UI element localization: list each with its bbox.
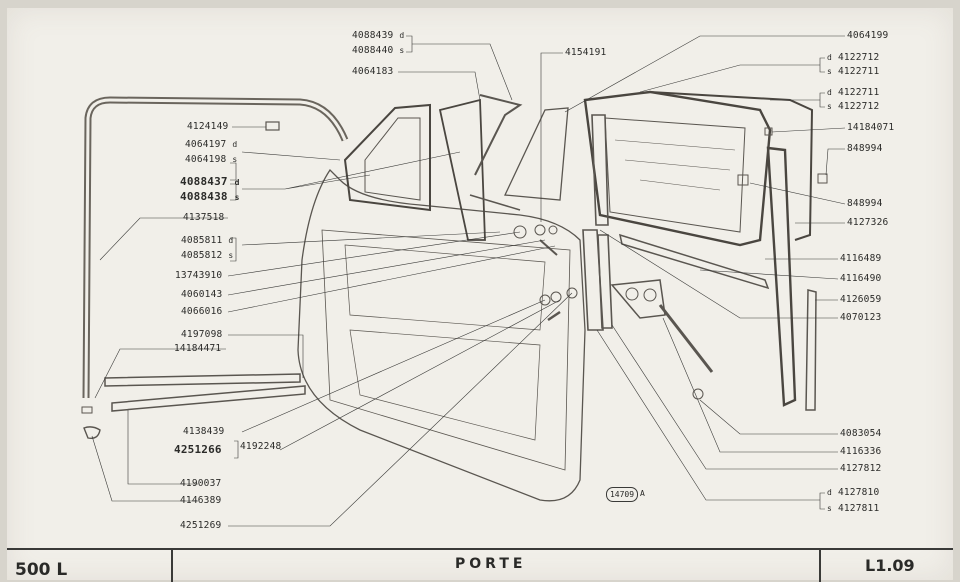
part-label-4085811: 4085811 d: [181, 235, 234, 246]
door-body: [297, 168, 586, 502]
lower-rail: [618, 233, 770, 290]
part-label-848994-b: 848994: [847, 198, 883, 209]
part-label-4190037: 4190037: [180, 478, 222, 489]
part-label-4116489: 4116489: [840, 253, 882, 264]
part-label-4083054: 4083054: [840, 428, 882, 439]
bottom-seal-a: [104, 373, 301, 387]
part-label-4116490: 4116490: [840, 273, 882, 284]
part-label-4124149: 4124149: [187, 121, 229, 132]
part-label-4070123: 4070123: [840, 312, 882, 323]
part-label-4122711-a: s 4122711: [827, 66, 880, 77]
part-label-4127810: d 4127810: [827, 487, 880, 498]
vent-glass: [504, 107, 569, 201]
page-reference: L1.09: [865, 556, 915, 575]
part-label-4138439: 4138439: [183, 426, 225, 437]
sliding-window: [583, 90, 772, 247]
part-label-4060143: 4060143: [181, 289, 223, 300]
bottom-seal-b: [111, 385, 306, 412]
footer-divider: [171, 550, 173, 582]
part-label-4088440: 4088440 s: [352, 45, 405, 56]
vertical-guide-left: [591, 114, 609, 226]
window-regulator: [610, 279, 666, 319]
part-label-4088437: 4088437 d: [180, 175, 240, 188]
vertical-guide-right: [582, 229, 604, 331]
part-label-4146389: 4146389: [180, 495, 222, 506]
part-label-4064197: 4064197 d: [185, 139, 238, 150]
model-code: 500 L: [15, 560, 68, 580]
part-label-4251269: 4251269: [180, 520, 222, 531]
part-label-4127811: s 4127811: [827, 503, 880, 514]
part-label-4122712-b: s 4122712: [827, 101, 880, 112]
part-label-4127326: 4127326: [847, 217, 889, 228]
page-title: PORTE: [455, 556, 527, 572]
part-label-4127812: 4127812: [840, 463, 882, 474]
part-label-4197098: 4197098: [181, 329, 223, 340]
part-label-4137518: 4137518: [183, 212, 225, 223]
part-label-4122712-a: d 4122712: [827, 52, 880, 63]
part-label-4064183: 4064183: [352, 66, 394, 77]
part-label-848994-a: 848994: [847, 143, 883, 154]
figure-stamp-suffix: A: [640, 489, 645, 498]
part-label-4064199: 4064199: [847, 30, 889, 41]
part-label-4066016: 4066016: [181, 306, 223, 317]
part-label-4192248: 4192248: [240, 441, 282, 452]
part-label-13743910: 13743910: [175, 270, 223, 281]
part-label-4116336: 4116336: [840, 446, 882, 457]
figure-stamp: 14709: [606, 487, 638, 502]
part-label-4088439: 4088439 d: [352, 30, 405, 41]
window-frame: [343, 103, 431, 212]
part-label-4126059: 4126059: [840, 294, 882, 305]
part-label-14184071: 14184071: [847, 122, 895, 133]
rear-seal: [766, 146, 797, 407]
part-label-4085812: 4085812 s: [181, 250, 234, 261]
part-label-4122711-b: d 4122711: [827, 87, 880, 98]
part-label-4251266: 4251266: [174, 443, 222, 456]
part-label-14184471: 14184471: [174, 343, 222, 354]
footer-divider: [819, 550, 821, 582]
part-label-4064198: 4064198 s: [185, 154, 238, 165]
part-label-4088438: 4088438 s: [180, 190, 240, 203]
part-label-4154191: 4154191: [565, 47, 607, 58]
page-footer: 500 L PORTE L1.09: [7, 548, 953, 582]
